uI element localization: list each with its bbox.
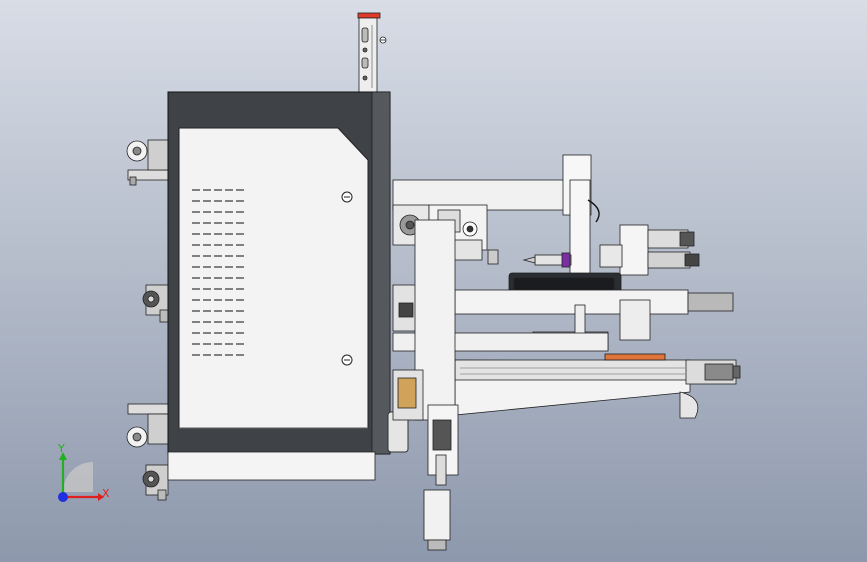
- coordinate-triad: X Y: [57, 442, 110, 502]
- top-mast: [357, 12, 387, 93]
- triad-x-label: X: [102, 487, 110, 500]
- cabinet: [167, 91, 409, 481]
- triad-y-label: Y: [57, 442, 65, 455]
- mechanism-assembly: [392, 154, 741, 551]
- caster-wheels: [126, 139, 169, 501]
